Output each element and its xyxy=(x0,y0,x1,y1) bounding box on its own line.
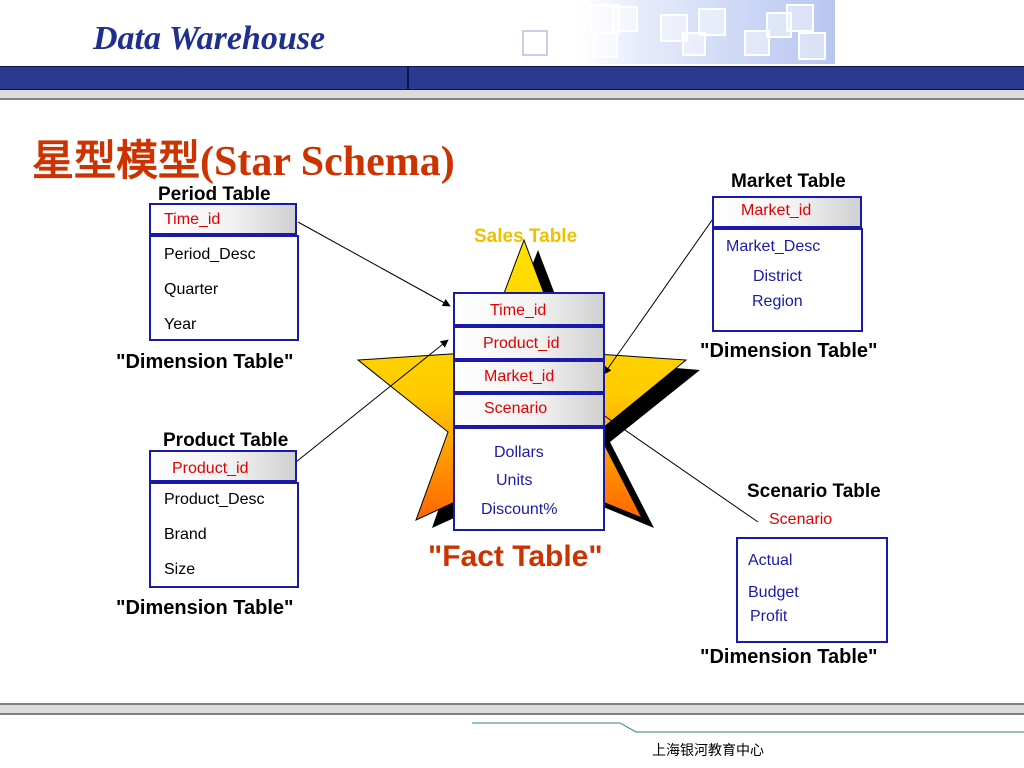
header-title: Data Warehouse xyxy=(93,20,326,57)
scenario-table-key: Scenario xyxy=(769,511,833,528)
header-bar xyxy=(0,66,1024,90)
product-table-key: Product_id xyxy=(172,460,249,477)
header-bar-divider xyxy=(407,66,409,90)
sales-table-title: Sales Table xyxy=(474,226,578,247)
market-table-field: Market_Desc xyxy=(726,238,821,255)
scenario-table-field: Profit xyxy=(750,608,788,625)
period-dimension-label: "Dimension Table" xyxy=(116,351,294,373)
scenario-table-fields-box xyxy=(736,537,888,643)
header-rule xyxy=(0,90,1024,100)
scenario-table-title: Scenario Table xyxy=(747,481,881,502)
footer-rule xyxy=(0,703,1024,715)
decor-square xyxy=(744,30,770,56)
period-table-field: Year xyxy=(164,316,197,333)
product-table-field: Product_Desc xyxy=(164,491,265,508)
sales-key-box xyxy=(453,393,605,427)
sales-key-box xyxy=(453,360,605,393)
decor-square xyxy=(798,32,826,60)
sales-key-box xyxy=(453,292,605,326)
sales-measure: Discount% xyxy=(481,501,558,518)
market-table-field: Region xyxy=(752,293,803,310)
sales-measures-box xyxy=(453,427,605,531)
market-dimension-label: "Dimension Table" xyxy=(700,340,878,362)
decor-square xyxy=(522,30,548,56)
scenario-table-field: Budget xyxy=(748,584,799,601)
market-table-title: Market Table xyxy=(731,171,846,192)
footer-text: 上海银河教育中心 xyxy=(652,742,764,758)
product-table-field: Size xyxy=(164,561,196,578)
market-table-key-box xyxy=(712,196,862,228)
sales-key: Market_id xyxy=(484,368,555,385)
product-table-title: Product Table xyxy=(163,430,289,451)
sales-measure: Units xyxy=(496,472,533,489)
period-table-title: Period Table xyxy=(158,184,271,205)
slide-title: 星型模型(Star Schema) xyxy=(32,139,455,185)
footer-accent-line xyxy=(472,722,1024,733)
sales-key: Product_id xyxy=(483,335,560,352)
scenario-table-field: Actual xyxy=(748,552,793,569)
sales-measure: Dollars xyxy=(494,444,544,461)
product-table-field: Brand xyxy=(164,526,207,543)
decor-square xyxy=(612,6,638,32)
period-table-field: Period_Desc xyxy=(164,246,256,263)
arrow-period-to-sales xyxy=(297,221,451,307)
period-table-fields-box xyxy=(149,235,299,341)
decor-square xyxy=(563,0,589,26)
period-table-key: Time_id xyxy=(164,211,221,228)
fact-table-label: "Fact Table" xyxy=(428,540,603,573)
period-table-key-box xyxy=(149,203,297,235)
market-table-field: District xyxy=(753,268,802,285)
market-table-fields-box xyxy=(712,228,863,332)
decor-square xyxy=(682,32,706,56)
arrow-product-to-sales xyxy=(295,339,449,463)
product-table-key-box xyxy=(149,450,297,482)
product-dimension-label: "Dimension Table" xyxy=(116,597,294,619)
product-table-fields-box xyxy=(149,482,299,588)
scenario-dimension-label: "Dimension Table" xyxy=(700,646,878,668)
decor-square xyxy=(592,32,618,58)
market-table-key: Market_id xyxy=(741,202,812,219)
arrow-market-to-sales xyxy=(603,205,723,375)
period-table-field: Quarter xyxy=(164,281,219,298)
sales-key: Scenario xyxy=(484,400,548,417)
decor-square xyxy=(786,4,814,32)
arrow-scenario-to-sales xyxy=(595,409,759,523)
decor-square xyxy=(698,8,726,36)
sales-key-box xyxy=(453,326,605,360)
sales-key: Time_id xyxy=(490,302,547,319)
